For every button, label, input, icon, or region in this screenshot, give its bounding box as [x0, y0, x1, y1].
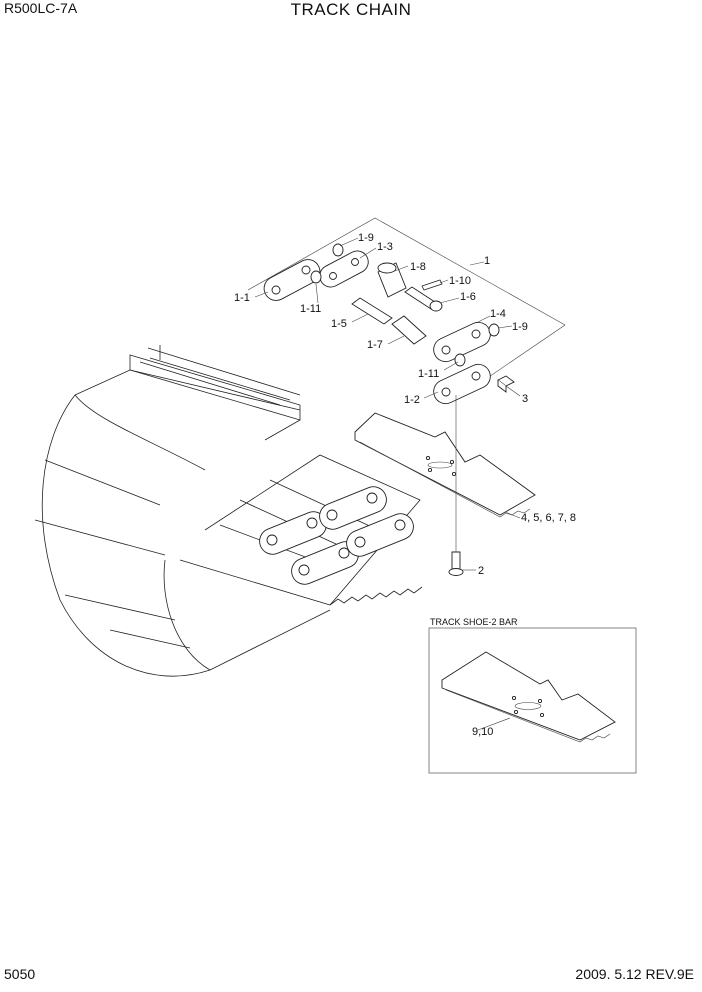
callout-1-8: 1-8: [410, 261, 426, 273]
inset-track-shoe-2-bar: TRACK SHOE-2 BAR: [428, 617, 637, 774]
callout-9-10: 9,10: [472, 726, 493, 738]
callout-1-4: 1-4: [490, 308, 506, 320]
link-1-2: [433, 363, 491, 405]
washer-1-9b: [488, 323, 500, 337]
callout-1-11b: 1-11: [418, 368, 439, 380]
model-label: R500LC-7A: [4, 0, 78, 16]
callout-2: 2: [478, 565, 484, 577]
callout-1-7: 1-7: [367, 339, 383, 351]
track-chain-assembly: [34, 345, 423, 677]
callout-1-3: 1-3: [377, 241, 393, 253]
leader-lines: [254, 237, 521, 731]
callout-3: 3: [522, 393, 528, 405]
callout-1-1: 1-1: [234, 292, 250, 304]
inset-title: TRACK SHOE-2 BAR: [430, 617, 518, 627]
page-number: 5050: [4, 966, 36, 982]
bolt-2: [451, 551, 461, 571]
callout-4-8: 4, 5, 6, 7, 8: [521, 512, 576, 524]
washer-1-9: [332, 243, 344, 257]
washer-1-11: [310, 270, 322, 284]
bushing-1-7: [391, 315, 427, 345]
inset-shoe: [441, 651, 616, 741]
callout-labels: 1-9 1-3 1 1-8 1-10 1-1 1-6 1-11 1-4 1-5 …: [234, 232, 576, 738]
track-shoe: [354, 412, 536, 516]
nut-3: [497, 375, 515, 387]
callout-1-9b: 1-9: [512, 321, 528, 333]
revision-date: 2009. 5.12 REV.9E: [575, 966, 694, 982]
split-pin-1-10: [421, 279, 443, 291]
washer-1-11b: [454, 353, 466, 367]
callout-1-6: 1-6: [460, 291, 476, 303]
pin-1-5: [351, 297, 393, 325]
callout-1-10: 1-10: [449, 275, 471, 287]
callout-1: 1: [484, 255, 490, 267]
page-title: TRACK CHAIN: [290, 0, 412, 19]
callout-1-11: 1-11: [300, 303, 321, 315]
link-1-3: [319, 250, 369, 288]
callout-1-9: 1-9: [358, 232, 374, 244]
callout-1-2: 1-2: [404, 394, 420, 406]
exploded-link-parts: [247, 217, 566, 576]
callout-1-5: 1-5: [331, 318, 347, 330]
